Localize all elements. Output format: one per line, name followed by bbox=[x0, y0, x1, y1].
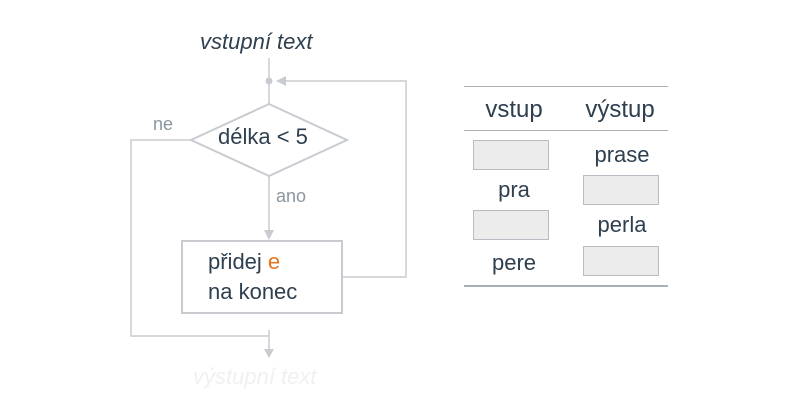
connector-no bbox=[130, 139, 269, 337]
input-cell-4: pere bbox=[491, 250, 537, 275]
action-box: přidej e na konec bbox=[182, 241, 342, 313]
table-rule-top bbox=[464, 86, 668, 87]
input-blank-3[interactable] bbox=[473, 210, 549, 240]
arrow-output bbox=[264, 349, 274, 358]
action-line-1: přidej e bbox=[208, 249, 280, 275]
action-prefix: přidej bbox=[208, 249, 268, 274]
input-cell-2: pra bbox=[498, 177, 530, 202]
branch-yes-label: ano bbox=[276, 186, 307, 206]
branch-no-label: ne bbox=[153, 114, 174, 134]
output-cell-1: prase bbox=[594, 142, 650, 167]
input-text-label: vstupní text bbox=[200, 29, 313, 54]
action-box-outline bbox=[181, 240, 343, 314]
output-cell-3: perla bbox=[597, 212, 647, 237]
header-output: výstup bbox=[585, 96, 655, 123]
condition-text: délka < 5 bbox=[218, 124, 308, 149]
junction-dot bbox=[265, 77, 273, 85]
action-letter: e bbox=[267, 249, 281, 274]
connector-loop bbox=[284, 80, 407, 278]
table-rule-header bbox=[464, 130, 668, 131]
output-text-label: výstupní text bbox=[193, 364, 317, 389]
header-input: vstup bbox=[485, 96, 543, 123]
arrow-yes bbox=[264, 230, 274, 240]
io-table: vstup výstup prase pra perla pere bbox=[464, 86, 668, 287]
table-rule-bottom bbox=[464, 285, 668, 287]
input-blank-1[interactable] bbox=[473, 140, 549, 170]
arrow-loop bbox=[276, 76, 286, 86]
action-line-2: na konec bbox=[208, 279, 298, 304]
output-blank-4[interactable] bbox=[583, 246, 659, 276]
output-blank-2[interactable] bbox=[583, 175, 659, 205]
